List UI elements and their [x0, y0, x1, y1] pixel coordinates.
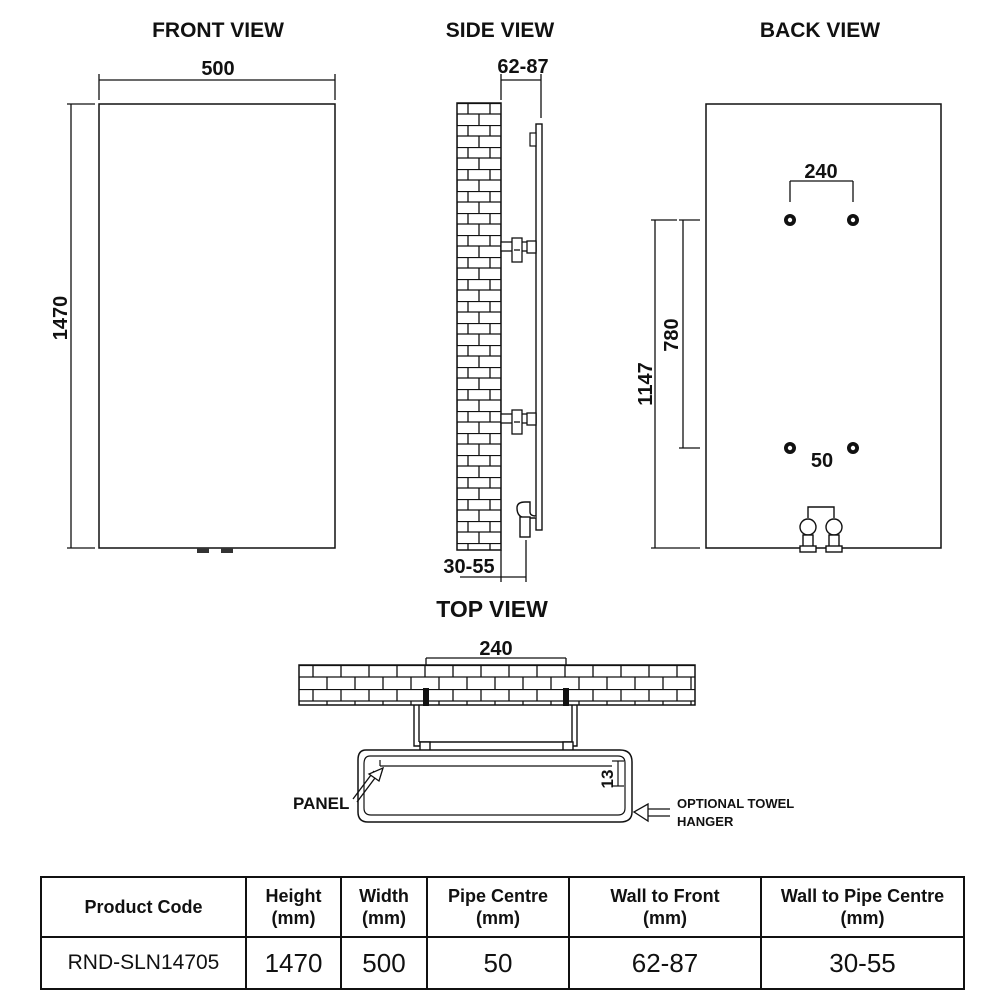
- header-text: Pipe Centre: [447, 886, 549, 906]
- front-valve-left: [197, 548, 209, 553]
- cell-pipe-centre: 50: [426, 936, 570, 990]
- header-text: Product Code: [84, 897, 203, 917]
- back-bracket-spacing-dimension: [789, 180, 854, 202]
- spec-table: Product Code Height(mm) Width(mm) Pipe C…: [40, 876, 965, 990]
- header-text: Width: [359, 886, 409, 906]
- top-panel: [357, 749, 633, 823]
- back-overall-dimension: [651, 219, 700, 549]
- top-brick-wall: [298, 664, 696, 706]
- header-text: Height: [265, 886, 322, 906]
- side-pipe-label: 30-55: [443, 556, 494, 578]
- back-vertical-label: 780: [661, 318, 683, 351]
- header-pipe-centre: Pipe Centre(mm): [426, 876, 570, 938]
- side-top-hanger: [529, 132, 537, 147]
- top-view-title: TOP VIEW: [436, 596, 548, 622]
- top-depth-dimension: [612, 760, 624, 787]
- top-depth-label: 13: [598, 770, 617, 789]
- header-text: Wall to Pipe Centre: [780, 886, 945, 906]
- header-product-code: Product Code: [40, 876, 247, 938]
- header-unit: (mm): [476, 908, 520, 928]
- cell-wall-to-front: 62-87: [568, 936, 762, 990]
- header-height: Height(mm): [245, 876, 342, 938]
- header-unit: (mm): [643, 908, 687, 928]
- back-valves: [799, 506, 843, 553]
- panel-label: PANEL: [293, 794, 349, 813]
- back-vertical-dimension: [679, 219, 700, 449]
- hanger-arrow: [632, 802, 670, 823]
- back-bracket-spacing-label: 240: [804, 161, 837, 183]
- header-wall-to-pipe-centre: Wall to Pipe Centre(mm): [760, 876, 965, 938]
- header-unit: (mm): [271, 908, 316, 928]
- hanger-label-line-1: OPTIONAL TOWEL: [677, 796, 794, 811]
- cell-height: 1470: [245, 936, 342, 990]
- front-height-dimension: [67, 103, 95, 549]
- front-width-dimension: [98, 74, 336, 100]
- top-brackets: [413, 705, 578, 757]
- side-panel: [535, 123, 543, 531]
- front-height-label: 1470: [50, 296, 72, 341]
- back-view-title: BACK VIEW: [760, 19, 880, 42]
- side-view-title: SIDE VIEW: [446, 19, 555, 42]
- front-view: FRONT VIEW 500 1470: [50, 19, 336, 553]
- side-lower-bracket: [500, 409, 537, 435]
- front-panel: [98, 103, 336, 549]
- side-depth-dimension: [500, 74, 542, 118]
- side-depth-label: 62-87: [497, 56, 548, 78]
- top-bracket-spacing-label: 240: [479, 638, 512, 660]
- hanger-label-line-2: HANGER: [677, 814, 734, 829]
- cell-product-code: RND-SLN14705: [40, 936, 247, 990]
- side-view: SIDE VIEW 62-87: [443, 19, 554, 582]
- top-wall-plugs: [423, 688, 569, 706]
- side-pipe-dimension: [460, 540, 527, 582]
- panel-arrow: [352, 766, 385, 803]
- cell-width: 500: [340, 936, 428, 990]
- table-row: RND-SLN14705 1470 500 50 62-87 30-55: [40, 936, 965, 990]
- header-unit: (mm): [362, 908, 406, 928]
- front-view-title: FRONT VIEW: [152, 19, 284, 42]
- spec-table-header-row: Product Code Height(mm) Width(mm) Pipe C…: [40, 876, 965, 938]
- back-pipe-centre-label: 50: [811, 450, 833, 472]
- back-overall-label: 1147: [635, 362, 657, 405]
- header-text: Wall to Front: [610, 886, 720, 906]
- back-view: BACK VIEW 240 780: [635, 19, 942, 553]
- side-brick-wall: [456, 102, 502, 551]
- back-panel: [705, 103, 942, 549]
- technical-drawing: FRONT VIEW 500 1470 SIDE VIEW 62-87: [50, 19, 942, 829]
- header-width: Width(mm): [340, 876, 428, 938]
- front-valve-right: [221, 548, 233, 553]
- header-wall-to-front: Wall to Front(mm): [568, 876, 762, 938]
- side-upper-bracket: [500, 237, 537, 263]
- top-view: TOP VIEW 240: [293, 596, 794, 829]
- header-unit: (mm): [840, 908, 885, 928]
- cell-wall-to-pipe-centre: 30-55: [760, 936, 965, 990]
- side-valve: [516, 501, 537, 538]
- front-width-label: 500: [201, 58, 234, 80]
